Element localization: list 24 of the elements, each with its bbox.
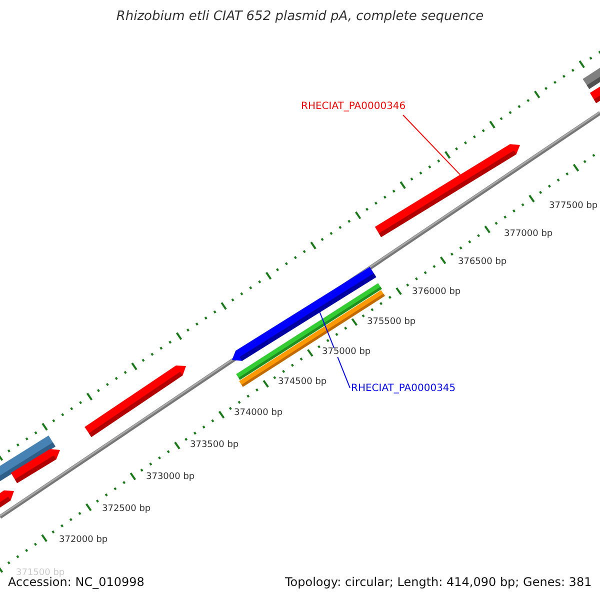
leader-line bbox=[402, 114, 461, 176]
gene-feature-bar bbox=[0, 490, 14, 508]
accession-text: Accession: NC_010998 bbox=[8, 576, 144, 588]
gene-feature-bar bbox=[10, 449, 60, 484]
coordinate-label: 375500 bp bbox=[367, 318, 416, 327]
coordinate-label: 373500 bp bbox=[190, 441, 239, 450]
diagram-title: Rhizobium etli CIAT 652 plasmid pA, complete sequence bbox=[115, 10, 485, 23]
gene-feature-bar bbox=[84, 366, 186, 437]
gene-label: RHECIAT_PA0000345 bbox=[351, 384, 456, 394]
coordinate-label: 373000 bp bbox=[146, 473, 195, 482]
gene-feature-bar bbox=[590, 84, 600, 104]
leader-line bbox=[319, 312, 350, 388]
sequence-summary: Topology: circular; Length: 414,090 bp; Genes: 381 bbox=[285, 576, 592, 588]
coordinate-label: 374500 bp bbox=[278, 378, 327, 387]
coordinate-label: 377000 bp bbox=[504, 230, 553, 239]
coordinate-label: 374000 bp bbox=[234, 409, 283, 418]
coordinate-label: 372000 bp bbox=[59, 536, 108, 545]
coordinate-label: 376500 bp bbox=[458, 258, 507, 267]
coordinate-label: 377500 bp bbox=[549, 202, 598, 211]
coordinate-label: 376000 bp bbox=[412, 288, 461, 297]
gene-feature-bar bbox=[582, 66, 600, 89]
gene-label: RHECIAT_PA0000346 bbox=[301, 102, 406, 112]
coordinate-label: 372500 bp bbox=[102, 505, 151, 514]
coordinate-label: 375000 bp bbox=[322, 348, 371, 357]
